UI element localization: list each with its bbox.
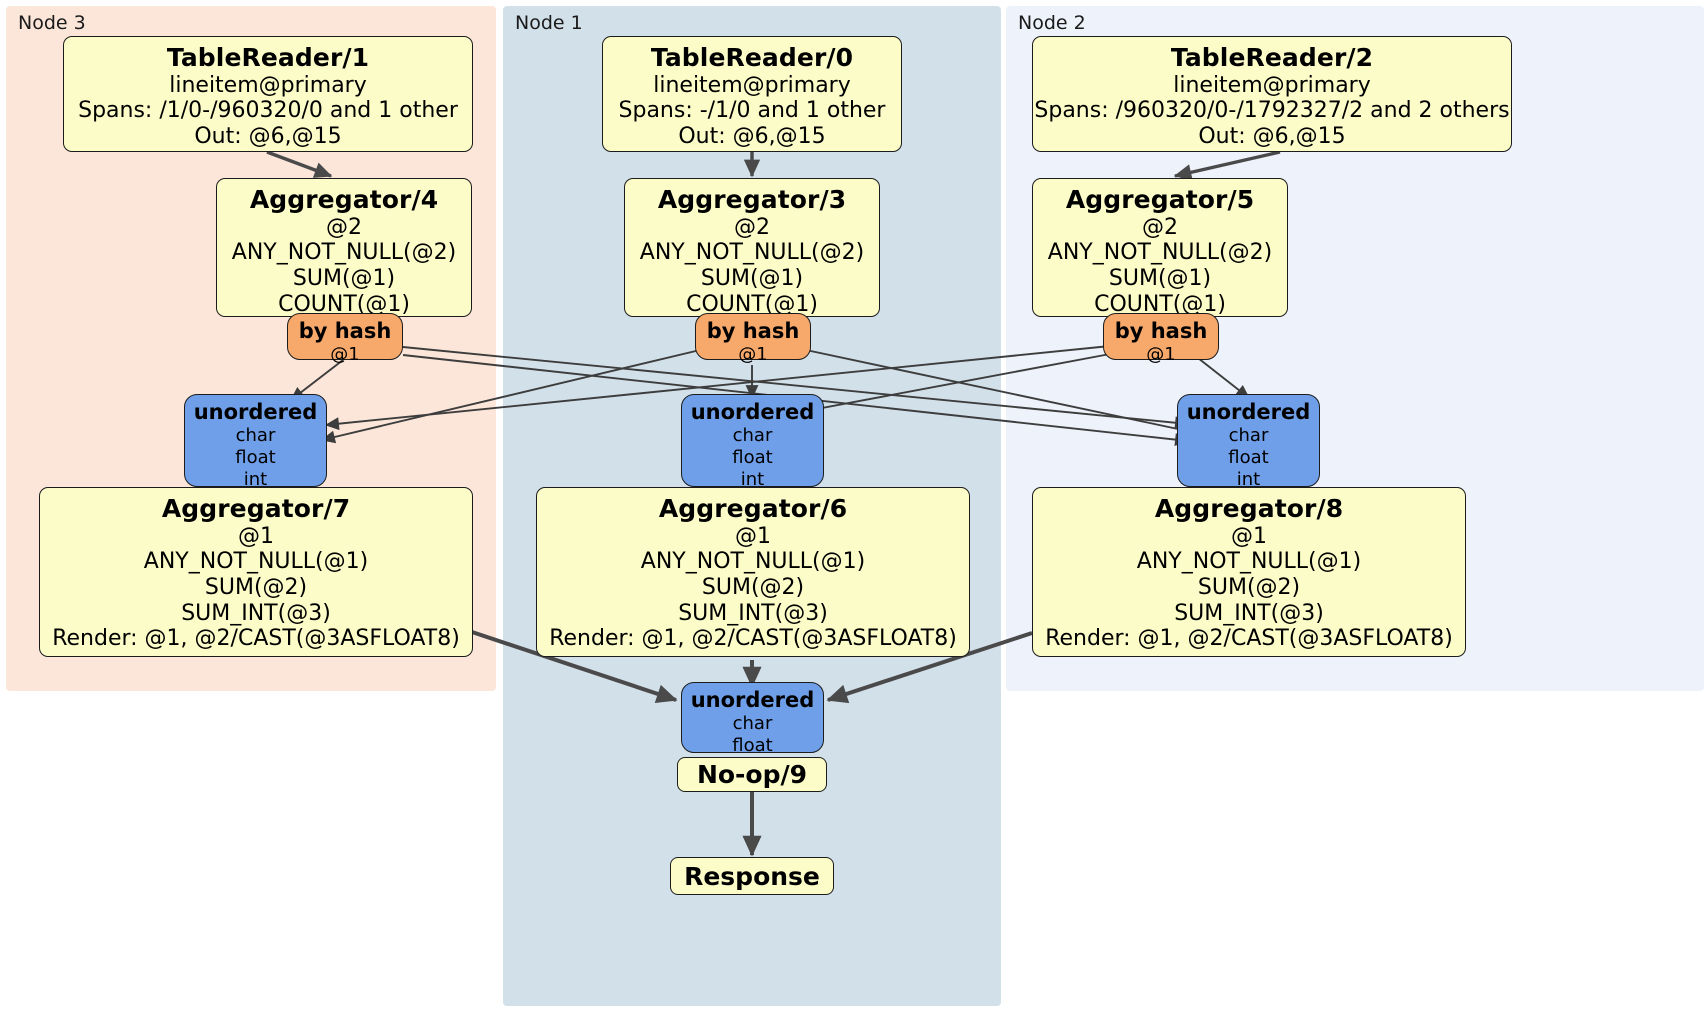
processor-tablereader-1[interactable]: TableReader/1 lineitem@primary Spans: /1…	[63, 36, 473, 152]
processor-line: Spans: /1/0-/960320/0 and 1 other	[78, 98, 458, 124]
processor-aggregator-3[interactable]: Aggregator/3 @2 ANY_NOT_NULL(@2) SUM(@1)…	[624, 178, 880, 317]
router-line: int	[243, 469, 268, 491]
router-line: float	[732, 735, 773, 757]
processor-line: SUM_INT(@3)	[181, 600, 331, 626]
router-line: @1	[738, 344, 768, 366]
router-line: int	[740, 469, 765, 491]
processor-line: SUM(@1)	[700, 265, 804, 291]
processor-line: ANY_NOT_NULL(@2)	[639, 240, 865, 266]
processor-line: @2	[734, 214, 770, 240]
processor-line: Out: @6,@15	[678, 123, 826, 149]
router-line: float	[1228, 447, 1269, 469]
cluster-label-node-1: Node 1	[515, 12, 583, 34]
router-line: char	[1228, 425, 1269, 447]
router-line: @1	[330, 344, 360, 366]
processor-title: TableReader/1	[166, 43, 370, 72]
processor-line: SUM(@1)	[292, 265, 396, 291]
router-line: char	[732, 425, 773, 447]
router-title: by hash	[298, 319, 392, 343]
router-title: unordered	[690, 400, 815, 424]
processor-title: Aggregator/5	[1065, 185, 1255, 214]
processor-title: Aggregator/4	[249, 185, 439, 214]
processor-line: @1	[1231, 523, 1267, 549]
processor-line: @2	[1142, 214, 1178, 240]
processor-line: @1	[735, 523, 771, 549]
processor-line: ANY_NOT_NULL(@2)	[231, 240, 457, 266]
processor-aggregator-7[interactable]: Aggregator/7 @1 ANY_NOT_NULL(@1) SUM(@2)…	[39, 487, 473, 657]
processor-line: lineitem@primary	[1173, 72, 1371, 98]
cluster-label-node-3: Node 3	[18, 12, 86, 34]
processor-title: Aggregator/8	[1154, 494, 1344, 523]
router-by-hash-center[interactable]: by hash @1	[695, 313, 811, 365]
processor-line: lineitem@primary	[169, 72, 367, 98]
processor-line: COUNT(@1)	[1094, 291, 1226, 317]
processor-line: Render: @1, @2/CAST(@3ASFLOAT8)	[549, 626, 957, 652]
processor-line: Spans: /960320/0-/1792327/2 and 2 others	[1034, 98, 1510, 124]
router-line: float	[235, 447, 276, 469]
processor-noop-9[interactable]: No-op/9	[677, 757, 827, 792]
router-by-hash-left[interactable]: by hash @1	[287, 313, 403, 365]
router-unordered-left[interactable]: unordered char float int	[184, 394, 327, 490]
processor-title: No-op/9	[696, 760, 808, 789]
processor-line: ANY_NOT_NULL(@1)	[1136, 549, 1362, 575]
processor-aggregator-6[interactable]: Aggregator/6 @1 ANY_NOT_NULL(@1) SUM(@2)…	[536, 487, 970, 657]
processor-line: COUNT(@1)	[278, 291, 410, 317]
processor-line: SUM(@1)	[1108, 265, 1212, 291]
processor-title: Response	[684, 861, 820, 891]
processor-line: ANY_NOT_NULL(@1)	[143, 549, 369, 575]
processor-line: ANY_NOT_NULL(@1)	[640, 549, 866, 575]
router-title: unordered	[690, 688, 815, 712]
processor-line: Spans: -/1/0 and 1 other	[618, 98, 886, 124]
router-title: unordered	[193, 400, 318, 424]
processor-title: Aggregator/7	[161, 494, 351, 523]
router-line: int	[1236, 469, 1261, 491]
router-line: @1	[1146, 344, 1176, 366]
processor-title: TableReader/2	[1170, 43, 1374, 72]
processor-tablereader-2[interactable]: TableReader/2 lineitem@primary Spans: /9…	[1032, 36, 1512, 152]
processor-line: Out: @6,@15	[1198, 123, 1346, 149]
router-line: char	[732, 713, 773, 735]
processor-title: Aggregator/6	[658, 494, 848, 523]
router-by-hash-right[interactable]: by hash @1	[1103, 313, 1219, 365]
processor-title: Aggregator/3	[657, 185, 847, 214]
processor-line: Render: @1, @2/CAST(@3ASFLOAT8)	[52, 626, 460, 652]
processor-line: SUM_INT(@3)	[678, 600, 828, 626]
processor-line: @2	[326, 214, 362, 240]
router-unordered-right[interactable]: unordered char float int	[1177, 394, 1320, 490]
processor-line: SUM(@2)	[1197, 574, 1301, 600]
processor-line: COUNT(@1)	[686, 291, 818, 317]
processor-line: lineitem@primary	[653, 72, 851, 98]
router-line: float	[732, 447, 773, 469]
processor-line: SUM(@2)	[701, 574, 805, 600]
processor-line: SUM(@2)	[204, 574, 308, 600]
router-title: by hash	[1114, 319, 1208, 343]
cluster-label-node-2: Node 2	[1018, 12, 1086, 34]
processor-line: Out: @6,@15	[194, 123, 342, 149]
router-title: by hash	[706, 319, 800, 343]
router-unordered-center[interactable]: unordered char float int	[681, 394, 824, 490]
router-line: char	[235, 425, 276, 447]
processor-line: @1	[238, 523, 274, 549]
processor-line: Render: @1, @2/CAST(@3ASFLOAT8)	[1045, 626, 1453, 652]
processor-aggregator-5[interactable]: Aggregator/5 @2 ANY_NOT_NULL(@2) SUM(@1)…	[1032, 178, 1288, 317]
processor-line: ANY_NOT_NULL(@2)	[1047, 240, 1273, 266]
processor-line: SUM_INT(@3)	[1174, 600, 1324, 626]
processor-aggregator-8[interactable]: Aggregator/8 @1 ANY_NOT_NULL(@1) SUM(@2)…	[1032, 487, 1466, 657]
processor-aggregator-4[interactable]: Aggregator/4 @2 ANY_NOT_NULL(@2) SUM(@1)…	[216, 178, 472, 317]
processor-tablereader-0[interactable]: TableReader/0 lineitem@primary Spans: -/…	[602, 36, 902, 152]
processor-response[interactable]: Response	[670, 857, 834, 895]
router-title: unordered	[1186, 400, 1311, 424]
processor-title: TableReader/0	[650, 43, 854, 72]
router-unordered-final[interactable]: unordered char float	[681, 682, 824, 756]
